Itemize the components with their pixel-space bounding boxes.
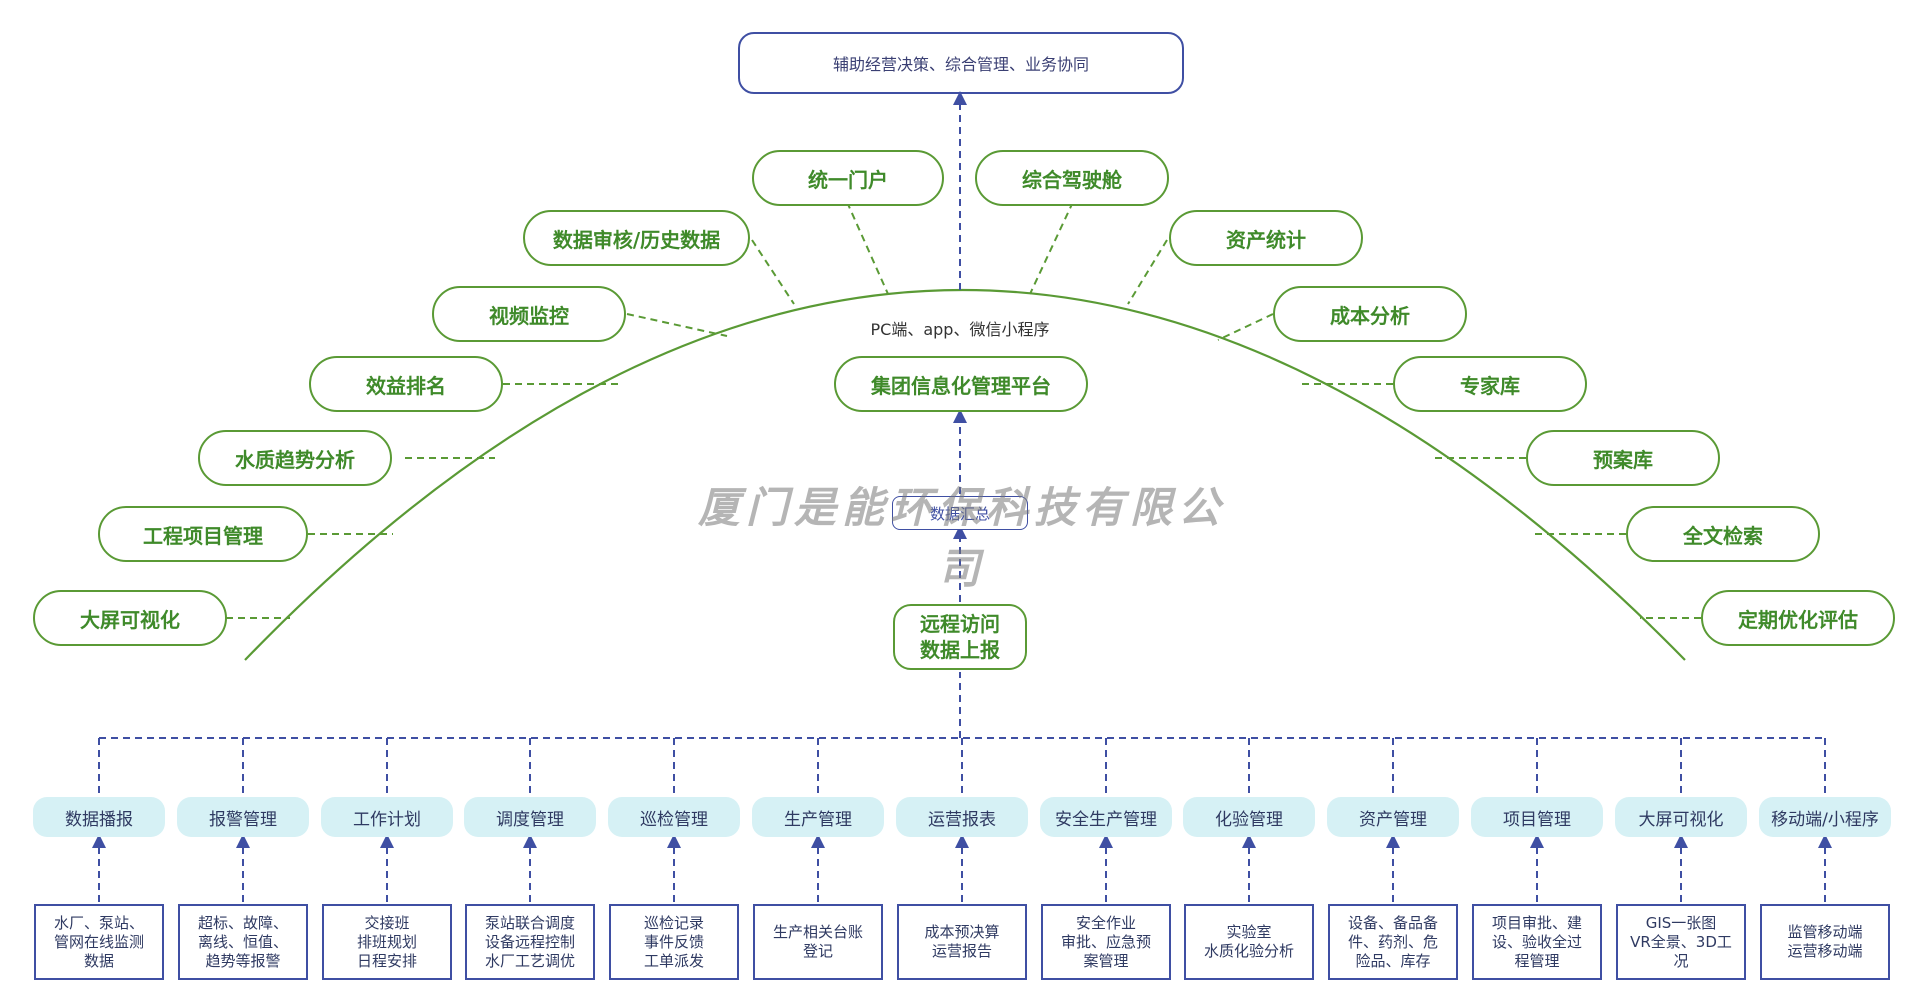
top-goal-box: 辅助经营决策、综合管理、业务协同 xyxy=(738,32,1184,94)
watermark: 厦门是能环保科技有限公司 xyxy=(697,483,1226,593)
left-function-box: 视频监控 xyxy=(432,286,626,342)
data-source-box: 生产相关台账 登记 xyxy=(753,904,883,980)
data-source-box: 成本预决算 运营报告 xyxy=(897,904,1027,980)
right-function-box: 预案库 xyxy=(1526,430,1720,486)
left-function-box: 统一门户 xyxy=(752,150,944,206)
data-source-box: 项目审批、建 设、验收全过 程管理 xyxy=(1472,904,1602,980)
right-function-box: 资产统计 xyxy=(1169,210,1363,266)
data-source-box: 泵站联合调度 设备远程控制 水厂工艺调优 xyxy=(465,904,595,980)
data-source-box: 水厂、泵站、 管网在线监测 数据 xyxy=(34,904,164,980)
module-box: 资产管理 xyxy=(1327,797,1459,837)
module-box: 运营报表 xyxy=(896,797,1028,837)
left-function-box: 数据审核/历史数据 xyxy=(523,210,750,266)
right-function-box: 综合驾驶舱 xyxy=(975,150,1169,206)
right-function-box: 定期优化评估 xyxy=(1701,590,1895,646)
platform-box: 集团信息化管理平台 xyxy=(834,356,1088,412)
data-source-box: 安全作业 审批、应急预 案管理 xyxy=(1041,904,1171,980)
module-box: 大屏可视化 xyxy=(1615,797,1747,837)
module-box: 巡检管理 xyxy=(608,797,740,837)
aggregate-box: 数据汇总 xyxy=(892,496,1028,530)
module-links xyxy=(92,738,1832,902)
right-function-box: 全文检索 xyxy=(1626,506,1820,562)
arch-curve xyxy=(244,288,1686,661)
right-function-box: 成本分析 xyxy=(1273,286,1467,342)
module-box: 数据播报 xyxy=(33,797,165,837)
data-source-box: 巡检记录 事件反馈 工单派发 xyxy=(609,904,739,980)
module-box: 调度管理 xyxy=(464,797,596,837)
data-source-box: 监管移动端 运营移动端 xyxy=(1760,904,1890,980)
data-source-box: 交接班 排班规划 日程安排 xyxy=(322,904,452,980)
data-source-box: 超标、故障、 离线、恒值、 趋势等报警 xyxy=(178,904,308,980)
left-function-box: 水质趋势分析 xyxy=(198,430,392,486)
left-function-box: 效益排名 xyxy=(309,356,503,412)
left-function-box: 大屏可视化 xyxy=(33,590,227,646)
platform-caption: PC端、app、微信小程序 xyxy=(870,320,1050,339)
module-box: 移动端/小程序 xyxy=(1759,797,1891,837)
data-source-box: 实验室 水质化验分析 xyxy=(1184,904,1314,980)
data-source-box: 设备、备品备 件、药剂、危 险品、库存 xyxy=(1328,904,1458,980)
module-box: 报警管理 xyxy=(177,797,309,837)
module-box: 生产管理 xyxy=(752,797,884,837)
data-source-box: GIS一张图 VR全景、3D工 况 xyxy=(1616,904,1746,980)
module-box: 工作计划 xyxy=(321,797,453,837)
remote-box: 远程访问 数据上报 xyxy=(893,604,1027,670)
function-links xyxy=(226,201,1701,619)
module-box: 化验管理 xyxy=(1183,797,1315,837)
left-function-box: 工程项目管理 xyxy=(98,506,308,562)
module-box: 安全生产管理 xyxy=(1040,797,1172,837)
right-function-box: 专家库 xyxy=(1393,356,1587,412)
module-box: 项目管理 xyxy=(1471,797,1603,837)
